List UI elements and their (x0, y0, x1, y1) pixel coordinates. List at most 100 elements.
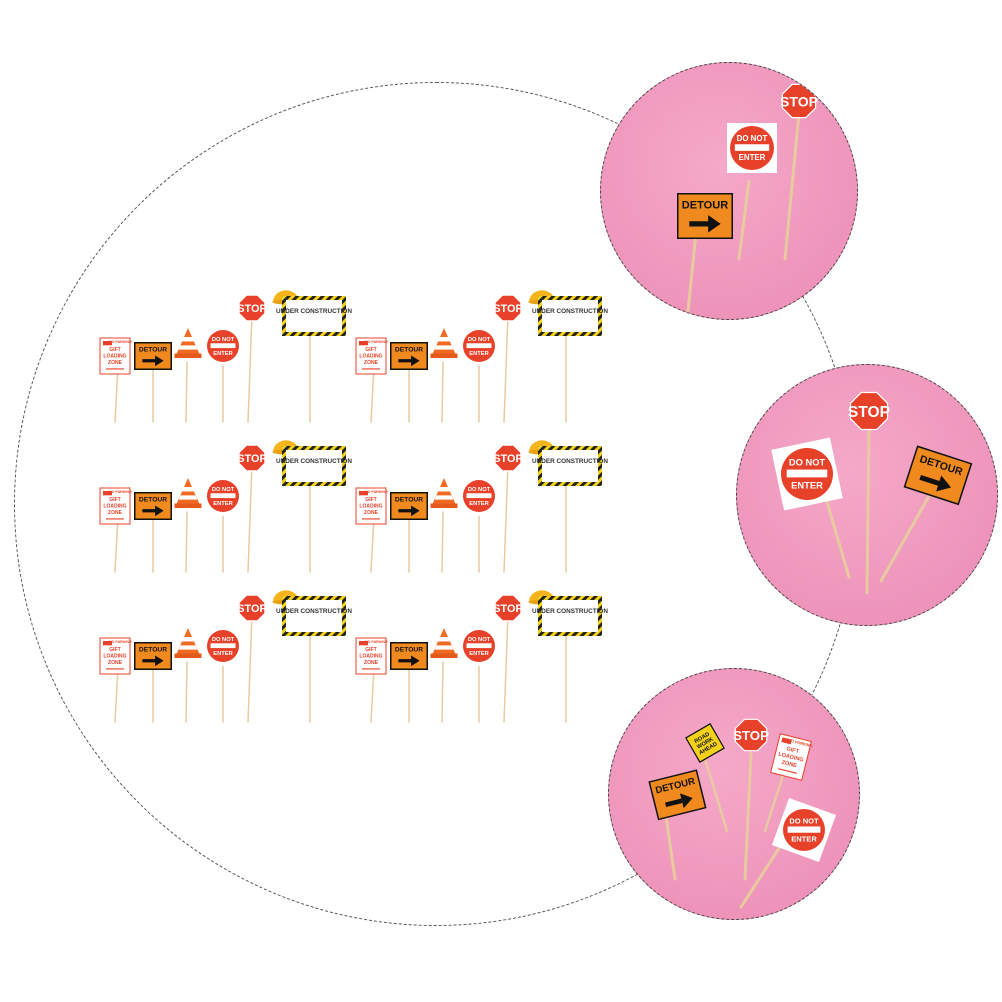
cone-base (430, 353, 458, 358)
zone-label: ZONE (108, 660, 123, 666)
stick (739, 837, 787, 909)
cone-stripe (178, 345, 198, 350)
stick (247, 613, 253, 723)
stop-sign (494, 444, 522, 472)
stop-sign (494, 294, 522, 322)
cone-stripe (437, 637, 451, 642)
under-construction-label: UNDER CONSTRUCTION (276, 608, 352, 615)
white-bar (210, 643, 236, 649)
cone-base (430, 653, 458, 658)
stop-label: STOP (848, 404, 890, 421)
cone-base (174, 503, 202, 508)
detour-label: DETOUR (395, 497, 423, 504)
stop-sign (238, 444, 266, 472)
no-parking-badge (359, 641, 368, 646)
arrow-icon (398, 355, 420, 367)
loading-label: LOADING (103, 653, 126, 659)
gift-label: GIFT (109, 347, 121, 353)
enter-label: ENTER (469, 651, 489, 657)
stick (114, 666, 119, 723)
gift-label: GIFT (365, 497, 377, 503)
enter-label: ENTER (213, 351, 233, 357)
detour-label: DETOUR (139, 647, 167, 654)
arrow-icon (398, 505, 420, 517)
detour-label: DETOUR (139, 347, 167, 354)
zone-label: ZONE (108, 360, 123, 366)
under-construction-label: UNDER CONSTRUCTION (276, 308, 352, 315)
stick (185, 361, 188, 423)
road-work-sign (685, 723, 725, 763)
stick (879, 487, 935, 583)
stop-sign (849, 391, 889, 431)
stick (441, 661, 444, 723)
stop-label: STOP (780, 93, 818, 109)
stop-sign (238, 594, 266, 622)
stick (503, 463, 509, 573)
arrow-icon (142, 505, 164, 517)
detour-label: DETOUR (395, 347, 423, 354)
stick (370, 666, 375, 723)
cone-stripe (437, 487, 451, 492)
cone-stripe (434, 495, 454, 500)
zone-label: ZONE (108, 510, 123, 516)
detour-face (391, 493, 427, 519)
no-parking-badge (103, 641, 112, 646)
arrow-icon (142, 355, 164, 367)
no-parking-label: NO PARKING (365, 640, 388, 644)
loading-label: LOADING (103, 503, 126, 509)
white-bar (786, 469, 828, 478)
detour-face (135, 643, 171, 669)
cone-stripe (437, 337, 451, 342)
arrow-icon (919, 475, 952, 492)
sign-board (286, 450, 342, 482)
stop-sign (734, 718, 768, 752)
under-construction-label: UNDER CONSTRUCTION (276, 458, 352, 465)
loading-zone-sign (99, 637, 131, 675)
stick (865, 425, 871, 595)
stop-label: STOP (237, 603, 267, 615)
zone-label: ZONE (364, 510, 379, 516)
detour-face (135, 343, 171, 369)
cone-stripe (181, 487, 195, 492)
stop-label: STOP (493, 303, 523, 315)
zone-label: ZONE (781, 760, 798, 770)
detour-group: DETOUR (648, 769, 707, 821)
cone-stripe (178, 495, 198, 500)
stick (370, 366, 375, 423)
stop-label: STOP (237, 303, 267, 315)
loading-label: LOADING (103, 353, 126, 359)
cone-stripe (434, 645, 454, 650)
do-not-label: DO NOT (737, 134, 768, 143)
stick (185, 661, 188, 723)
loading-zone-sign (355, 337, 387, 375)
detour-face (678, 194, 732, 238)
sign-board (542, 450, 598, 482)
white-bar (210, 493, 236, 499)
do-not-label: DO NOT (468, 487, 491, 493)
no-parking-label: NO PARKING (788, 737, 814, 748)
enter-label: ENTER (791, 835, 817, 844)
do-not-label: DO NOT (468, 337, 491, 343)
sign-board (286, 300, 342, 332)
stick (703, 757, 729, 833)
under-construction-label: UNDER CONSTRUCTION (532, 308, 608, 315)
no-parking-badge (359, 491, 368, 496)
white-bar (466, 643, 492, 649)
stop-label: STOP (493, 453, 523, 465)
detour-face (135, 493, 171, 519)
stick (114, 516, 119, 573)
zone-label: ZONE (364, 660, 379, 666)
no-parking-badge (103, 341, 112, 346)
zone-label: ZONE (364, 360, 379, 366)
stick (737, 179, 751, 261)
